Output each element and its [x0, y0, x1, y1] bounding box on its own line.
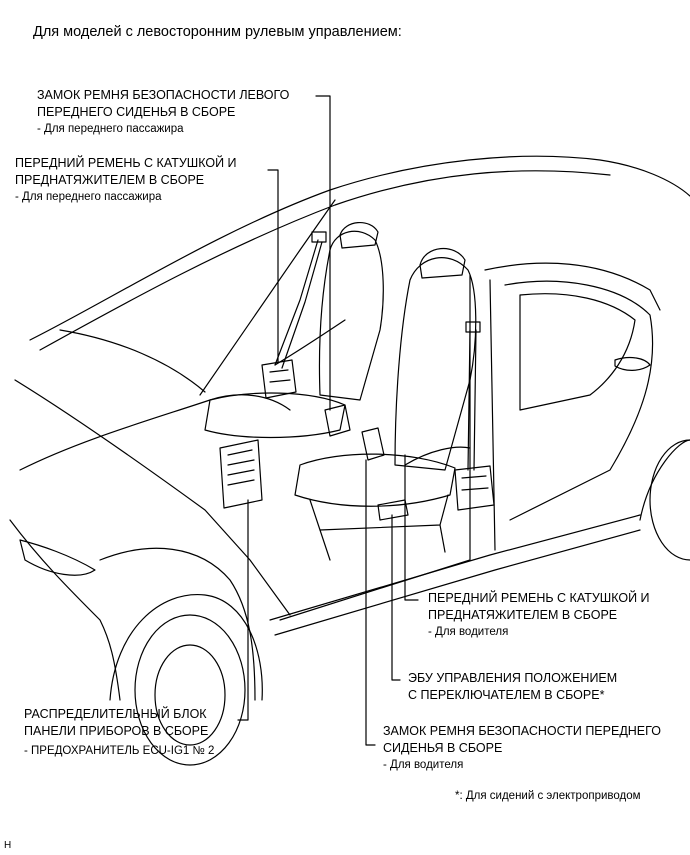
- callout-line: ПЕРЕДНИЙ РЕМЕНЬ С КАТУШКОЙ И: [428, 591, 650, 605]
- rear-window: [519, 293, 636, 411]
- door-handle: [614, 356, 651, 371]
- front-fender: [99, 547, 256, 701]
- rocker-panel-lower: [274, 529, 641, 636]
- a-pillar: [199, 199, 336, 396]
- passenger-buckle: [324, 404, 351, 437]
- driver-belt-anchor: [465, 321, 481, 333]
- footnote: *: Для сидений с электроприводом: [455, 790, 641, 802]
- dashboard-line: [19, 394, 291, 471]
- car-roof-line: [29, 155, 690, 341]
- callout-line: ЭБУ УПРАВЛЕНИЯ ПОЛОЖЕНИЕМ: [408, 671, 618, 685]
- windshield-line: [59, 329, 206, 393]
- corner-mark: H: [4, 840, 12, 851]
- callout-belt-driver: ПЕРЕДНИЙ РЕМЕНЬ С КАТУШКОЙ И ПРЕДНАТЯЖИТ…: [428, 590, 650, 641]
- callout-line: СИДЕНЬЯ В СБОРЕ: [383, 741, 503, 755]
- callout-ecu-seat: ЭБУ УПРАВЛЕНИЯ ПОЛОЖЕНИЕМ С ПЕРЕКЛЮЧАТЕЛ…: [408, 670, 617, 704]
- car-roof-inner: [39, 170, 611, 351]
- callout-note: - ПРЕДОХРАНИТЕЛЬ ECU-IG1 № 2: [24, 745, 215, 757]
- callout-line: ЗАМОК РЕМНЯ БЕЗОПАСНОСТИ ПЕРЕДНЕГО: [383, 724, 661, 738]
- junction-block-detail: [227, 449, 255, 486]
- hood-line: [14, 379, 291, 616]
- callout-line: С ПЕРЕКЛЮЧАТЕЛЕМ В СБОРЕ*: [408, 688, 605, 702]
- door-frame-front: [279, 274, 471, 621]
- front-wheel: [134, 614, 246, 766]
- callout-line: ЗАМОК РЕМНЯ БЕЗОПАСНОСТИ ЛЕВОГО: [37, 88, 290, 102]
- leader-belt-passenger: [267, 169, 279, 363]
- passenger-belt-lap: [274, 319, 346, 366]
- driver-seat-base: [309, 494, 449, 531]
- seat-rail: [319, 524, 446, 561]
- b-pillar: [489, 279, 496, 551]
- passenger-belt-webbing: [274, 239, 323, 369]
- driver-buckle: [361, 427, 385, 461]
- passenger-seat-back: [318, 230, 384, 401]
- front-wheel-rim: [154, 644, 226, 746]
- rear-wheel-arch: [639, 439, 690, 521]
- rear-door: [504, 280, 654, 521]
- leader-belt-driver: [404, 454, 419, 601]
- page-title: Для моделей с левосторонним рулевым упра…: [33, 24, 402, 40]
- headlight: [19, 539, 96, 576]
- passenger-seat-cushion: [204, 392, 346, 439]
- callout-note: - Для переднего пассажира: [37, 123, 184, 135]
- driver-headrest: [419, 247, 466, 279]
- callout-line: ПРЕДНАТЯЖИТЕЛЕМ В СБОРЕ: [15, 173, 205, 187]
- passenger-retractor: [261, 359, 297, 399]
- callout-buckle-driver: ЗАМОК РЕМНЯ БЕЗОПАСНОСТИ ПЕРЕДНЕГО СИДЕН…: [383, 723, 661, 774]
- callout-line: ПАНЕЛИ ПРИБОРОВ В СБОРЕ: [24, 724, 209, 738]
- driver-belt-webbing: [467, 329, 477, 471]
- driver-seat-back: [394, 257, 477, 471]
- callout-note: - Для водителя: [428, 626, 509, 638]
- leader-buckle-driver: [365, 459, 376, 746]
- front-bumper: [9, 519, 121, 701]
- leader-ecu-seat: [391, 514, 401, 681]
- callout-junction-block: РАСПРЕДЕЛИТЕЛЬНЫЙ БЛОК ПАНЕЛИ ПРИБОРОВ В…: [24, 706, 214, 760]
- callout-buckle-left: ЗАМОК РЕМНЯ БЕЗОПАСНОСТИ ЛЕВОГО ПЕРЕДНЕГ…: [37, 87, 289, 138]
- rear-wheel: [649, 439, 690, 561]
- door-frame-rear: [484, 262, 661, 311]
- leader-junction-block: [237, 499, 249, 721]
- passenger-belt-anchor: [311, 231, 327, 243]
- driver-belt-lap: [404, 446, 471, 466]
- callout-line: РАСПРЕДЕЛИТЕЛЬНЫЙ БЛОК: [24, 707, 207, 721]
- driver-seat-cushion: [294, 453, 456, 507]
- seat-ecu-body: [377, 499, 409, 521]
- callout-line: ПЕРЕДНИЙ РЕМЕНЬ С КАТУШКОЙ И: [15, 156, 237, 170]
- front-wheel-arch: [109, 594, 263, 701]
- callout-line: ПЕРЕДНЕГО СИДЕНЬЯ В СБОРЕ: [37, 105, 236, 119]
- callout-note: - Для переднего пассажира: [15, 191, 162, 203]
- callout-line: ПРЕДНАТЯЖИТЕЛЕМ В СБОРЕ: [428, 608, 618, 622]
- driver-retractor: [454, 465, 495, 511]
- passenger-headrest: [339, 222, 379, 249]
- rocker-panel: [269, 514, 641, 621]
- leader-buckle-left: [315, 95, 331, 411]
- callout-belt-passenger: ПЕРЕДНИЙ РЕМЕНЬ С КАТУШКОЙ И ПРЕДНАТЯЖИТ…: [15, 155, 237, 206]
- callout-note: - Для водителя: [383, 759, 464, 771]
- junction-block-body: [219, 439, 263, 509]
